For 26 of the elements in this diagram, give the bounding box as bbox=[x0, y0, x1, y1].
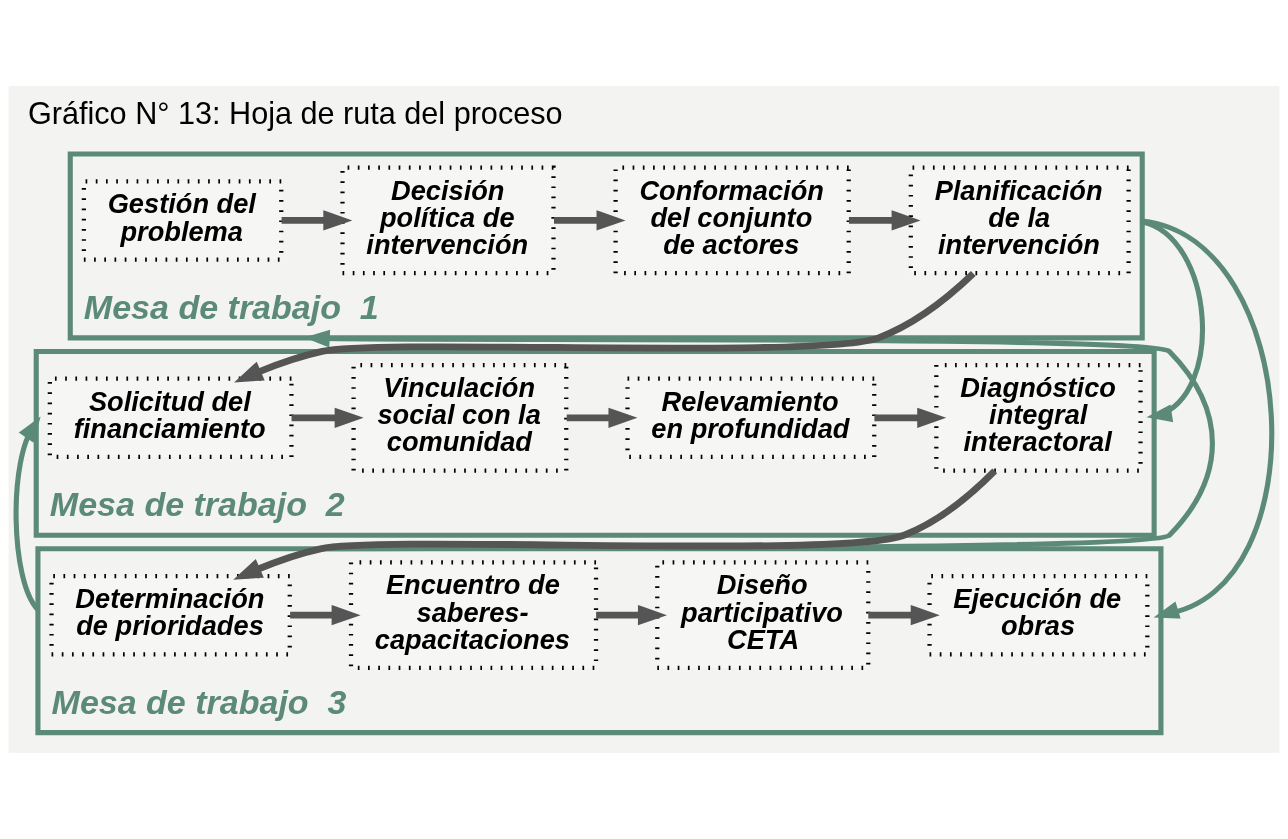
node-box: Gestión del problema bbox=[81, 179, 284, 262]
node-box: Diseño participativo CETA bbox=[655, 560, 871, 671]
diagram-title: Gráfico N° 13: Hoja de ruta del proceso bbox=[27, 96, 563, 131]
node-box: Diagnóstico integral interactoral bbox=[934, 362, 1143, 473]
arrow bbox=[234, 271, 976, 383]
node-box: Relevamiento en profundidad bbox=[625, 376, 877, 460]
arrow bbox=[233, 468, 998, 580]
arrow bbox=[1141, 218, 1274, 619]
node-box: Encuentro de saberes-capacitaciones bbox=[348, 560, 599, 671]
arrow bbox=[291, 407, 364, 428]
node-box: Determinación de prioridades bbox=[49, 573, 292, 657]
arrow bbox=[868, 605, 940, 626]
arrow bbox=[874, 407, 947, 428]
arrow bbox=[848, 210, 921, 231]
node-box: Planificación de la intervención bbox=[908, 165, 1131, 276]
arrow bbox=[290, 605, 361, 626]
arrow bbox=[554, 210, 626, 231]
arrow bbox=[596, 605, 667, 626]
node-box: Ejecución de obras bbox=[927, 573, 1150, 657]
node-box: Decisión política de intervención bbox=[340, 165, 556, 276]
arrow bbox=[13, 416, 41, 612]
node-box: Conformación del conjunto de actores bbox=[613, 165, 851, 276]
arrow bbox=[566, 407, 638, 428]
node-box: Solicitud del financiamiento bbox=[47, 376, 294, 460]
node-box: Vinculación social con la comunidad bbox=[351, 362, 569, 473]
arrow bbox=[281, 210, 353, 231]
